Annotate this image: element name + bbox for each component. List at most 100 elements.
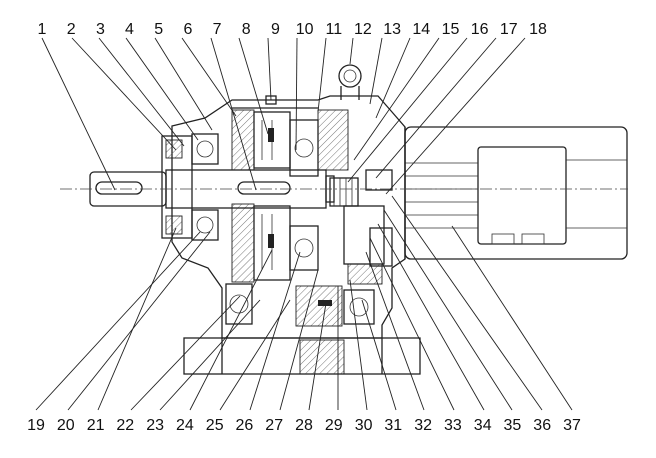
leader-12 [349,37,354,65]
leader-17 [375,37,497,179]
intermediate-bearing-upper [289,119,319,177]
part-label-27: 27 [265,417,283,434]
second-gear-hub [347,263,383,285]
part-label-19: 19 [27,417,45,434]
leader-20 [67,231,211,411]
motor-bearing [365,169,393,191]
leader-7 [210,37,257,191]
leader-16 [347,37,468,183]
lower-key [318,300,332,306]
leader-14 [375,37,411,119]
part-label-15: 15 [442,21,460,38]
part-label-10: 10 [296,21,314,38]
part-label-11: 11 [325,21,342,38]
part-label-6: 6 [183,21,192,38]
leader-2 [71,37,177,151]
leader-1 [41,37,116,191]
leader-5 [154,37,213,131]
leader-4 [125,37,199,141]
key-lower [268,234,274,248]
motor-terminal-box [477,146,567,245]
part-label-35: 35 [504,417,522,434]
leader-10 [295,37,298,151]
motor-terminal-2 [521,233,545,245]
part-label-8: 8 [242,21,251,38]
leader-lines [35,37,573,411]
part-label-25: 25 [206,417,224,434]
leader-11 [317,37,327,113]
part-label-1: 1 [38,21,47,38]
housing-wall-upper [317,109,349,171]
leader-3 [98,37,185,147]
housing-outline [171,95,406,339]
flange-bolt-area [369,227,393,267]
gear-disc-lower [231,203,255,283]
lower-bearing-left [225,283,253,325]
leader-25 [219,299,291,411]
shaft-key-inner [237,181,291,195]
leader-30 [349,279,368,411]
oil-seal-top [165,139,183,159]
part-label-24: 24 [176,417,194,434]
part-label-4: 4 [125,21,134,38]
part-label-5: 5 [154,21,163,38]
leader-33 [369,237,455,411]
part-label-12: 12 [354,21,372,38]
part-label-26: 26 [236,417,254,434]
part-label-28: 28 [295,417,313,434]
leader-32 [365,251,425,411]
bearing-top [191,133,219,165]
part-label-29: 29 [325,417,343,434]
key-upper [268,128,274,142]
part-label-33: 33 [444,417,462,434]
part-label-9: 9 [271,21,280,38]
bearing-bottom [191,209,219,241]
leader-35 [383,209,513,411]
leader-28 [308,302,327,411]
leader-8 [238,37,269,135]
part-label-20: 20 [57,417,75,434]
leader-37 [451,225,573,411]
part-label-31: 31 [384,417,402,434]
motor-terminal-1 [491,233,515,245]
part-label-18: 18 [529,21,547,38]
leader-19 [35,231,201,411]
part-label-32: 32 [414,417,432,434]
part-label-36: 36 [533,417,551,434]
motor [404,126,628,260]
part-label-34: 34 [474,417,492,434]
foot-boss [299,339,345,375]
leader-26 [249,251,301,411]
leader-9 [267,37,272,101]
leader-27 [279,269,319,411]
part-label-14: 14 [412,21,430,38]
leader-36 [391,195,543,411]
leader-6 [181,37,237,117]
lifting-eye [338,64,362,88]
shaft-keyway [95,181,143,195]
leader-31 [361,299,397,411]
part-label-21: 21 [87,417,105,434]
part-label-30: 30 [355,417,373,434]
part-label-3: 3 [96,21,105,38]
part-label-7: 7 [213,21,222,38]
part-label-13: 13 [383,21,401,38]
leader-21 [97,227,177,411]
oil-seal-bottom [165,215,183,235]
part-label-22: 22 [116,417,134,434]
part-label-23: 23 [146,417,164,434]
intermediate-bearing-lower [289,225,319,271]
part-label-16: 16 [471,21,489,38]
part-label-2: 2 [67,21,76,38]
bearing-cover [161,135,193,239]
lower-bearing-right [343,289,375,325]
gear-housing [161,64,421,375]
leader-18 [385,37,526,195]
leader-15 [353,37,440,161]
leader-24 [189,249,273,411]
leader-13 [369,37,383,105]
leader-34 [377,223,485,411]
